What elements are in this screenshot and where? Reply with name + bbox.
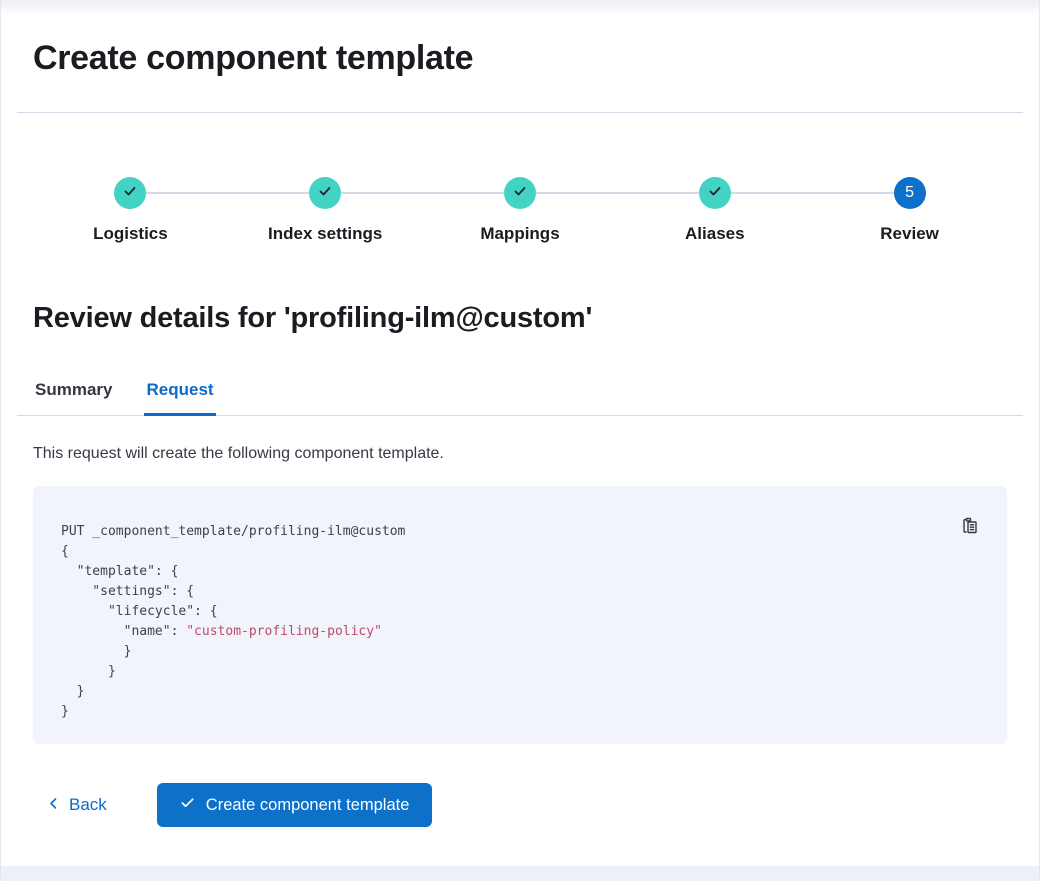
create-button-label: Create component template [205, 795, 410, 814]
check-icon [180, 795, 195, 815]
step-review-circle[interactable]: 5 [893, 177, 926, 209]
check-icon [317, 183, 333, 204]
request-description: This request will create the following c… [33, 445, 444, 462]
code-line: PUT _component_template/profiling-ilm@cu… [61, 524, 406, 539]
step-progress: Logistics Index settings Mappings Aliase… [33, 177, 1007, 244]
code-key: "name": [61, 624, 187, 639]
tab-summary[interactable]: Summary [33, 380, 114, 415]
step-logistics[interactable]: Logistics [33, 177, 228, 244]
code-line: } [61, 664, 116, 679]
step-mappings-circle[interactable] [503, 177, 536, 209]
top-scroll-shadow [1, 0, 1039, 24]
footer-actions: Back Create component template [33, 783, 1007, 827]
request-code-block: PUT _component_template/profiling-ilm@cu… [33, 486, 1007, 744]
chevron-left-icon [47, 795, 60, 815]
title-divider [17, 112, 1023, 113]
review-heading: Review details for 'profiling-ilm@custom… [33, 302, 593, 334]
step-label: Mappings [480, 224, 560, 243]
tabs: Summary Request [17, 380, 1023, 416]
step-label: Index settings [268, 224, 383, 243]
step-review[interactable]: 5 Review [812, 177, 1007, 244]
check-icon [122, 183, 138, 204]
code-line: { [61, 544, 69, 559]
step-label: Aliases [685, 224, 745, 243]
code-content: PUT _component_template/profiling-ilm@cu… [61, 522, 979, 722]
copy-clipboard-icon[interactable] [959, 516, 981, 538]
create-component-template-button[interactable]: Create component template [156, 783, 433, 827]
code-line: "name": "custom-profiling-policy" [61, 622, 979, 642]
code-line: "template": { [61, 564, 179, 579]
step-number: 5 [905, 184, 915, 201]
code-line: } [61, 684, 85, 699]
tab-request[interactable]: Request [144, 380, 216, 416]
back-button-label: Back [69, 795, 107, 814]
step-index-settings[interactable]: Index settings [227, 177, 423, 244]
code-line: "settings": { [61, 584, 195, 599]
check-icon [707, 183, 723, 204]
step-logistics-circle[interactable] [114, 177, 147, 209]
code-line: } [61, 704, 69, 719]
back-button[interactable]: Back [33, 795, 115, 815]
step-index-settings-circle[interactable] [309, 177, 342, 209]
bottom-background-strip [1, 866, 1039, 881]
step-label: Review [880, 224, 939, 243]
code-string-value: "custom-profiling-policy" [186, 624, 382, 639]
step-aliases-circle[interactable] [698, 177, 731, 209]
check-icon [512, 183, 528, 204]
step-mappings[interactable]: Mappings [422, 177, 618, 244]
step-label: Logistics [93, 224, 168, 243]
step-aliases[interactable]: Aliases [617, 177, 812, 244]
code-line: } [61, 644, 132, 659]
main-content: Create component template Logistics Inde… [1, 36, 1039, 827]
code-line: "lifecycle": { [61, 604, 218, 619]
page-title: Create component template [33, 39, 474, 77]
